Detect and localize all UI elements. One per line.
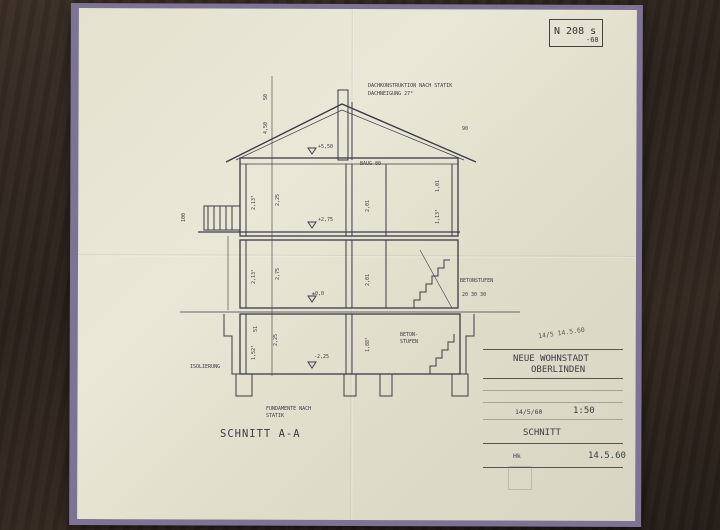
sheet-title: SCHNITT [523, 428, 561, 438]
stair-label-inner-2: STUFEN [400, 339, 419, 345]
stairs-basement [429, 334, 455, 374]
upper-room-height-right: 1,13⁵ [435, 208, 441, 224]
chimney [337, 89, 349, 161]
stairs-ground [413, 259, 450, 308]
roof-note-line2: DACHNEIGUNG 27° [368, 91, 414, 97]
sheet-scale: 1:50 [573, 406, 595, 416]
stair-label-right: BETONSTUFEN [460, 278, 494, 284]
stair-dims: 20 30 30 [462, 292, 487, 298]
foundation-label-2: STATIK [266, 413, 285, 419]
foundation-mid2 [379, 373, 393, 397]
document-number-box: N 208 s -68 [549, 19, 603, 47]
drawn-by: Hk [513, 452, 521, 460]
upper-window-top: 1,01 [435, 179, 441, 192]
document-number: N 208 s [554, 26, 597, 37]
title-block: NEUE WOHNSTADT OBERLINDEN 14/5/60 1:50 S… [483, 345, 626, 485]
level-basement: -2,25 [314, 354, 330, 360]
balcony [203, 205, 241, 231]
roof-inner-line [235, 109, 465, 161]
basement-floor-dim: 2,25 [273, 333, 279, 346]
ground-floor [239, 239, 459, 309]
chimney-dim-top: 50 [263, 93, 269, 100]
upper-window-dim: 2,01 [365, 199, 371, 212]
foundation-mid [343, 373, 357, 397]
upper-floor-dim: 2,25 [275, 193, 281, 206]
upper-floor [239, 157, 459, 237]
project-line1: NEUE WOHNSTADT [513, 354, 589, 364]
level-top: +5,50 [318, 144, 334, 150]
basement-room-height: 1,52⁵ [251, 344, 257, 360]
ground-floor-dim: 2,75 [275, 267, 281, 280]
chimney-dim-mid: 4,50 [263, 121, 269, 134]
document-number-suffix: -68 [586, 36, 599, 44]
drawn-date: 14.5.60 [588, 451, 626, 461]
stair-label-inner-1: BETON- [400, 332, 419, 338]
roof-line [225, 103, 477, 163]
faded-stamp [508, 466, 532, 490]
roof-slope-dim: 90 [462, 126, 469, 132]
foundation-right [451, 373, 469, 397]
foundation-label-1: FUNDAMENTE NACH [266, 406, 312, 412]
dim-100: 100 [181, 212, 187, 222]
roof-note-line1: DACHKONSTRUKTION NACH STATIK [368, 83, 453, 89]
project-line2: OBERLINDEN [531, 365, 586, 375]
dim-51: 51 [253, 325, 259, 332]
top-beam-label: BAUG 80 [360, 161, 382, 167]
ground-room-height: 2,13⁵ [251, 268, 257, 284]
insulation-label: ISOLIERUNG [190, 364, 221, 370]
level-ground: ±0,0 [312, 291, 325, 297]
ground-window-dim: 2,01 [365, 273, 371, 286]
sheet-date: 14/5/60 [515, 408, 543, 416]
section-title: SCHNITT A-A [220, 428, 301, 440]
upper-room-height-left: 2,13⁵ [251, 194, 257, 210]
basement-window-dim: 1,88⁵ [365, 336, 371, 352]
level-upper: +2,75 [318, 217, 334, 223]
foundation-left [235, 373, 253, 397]
